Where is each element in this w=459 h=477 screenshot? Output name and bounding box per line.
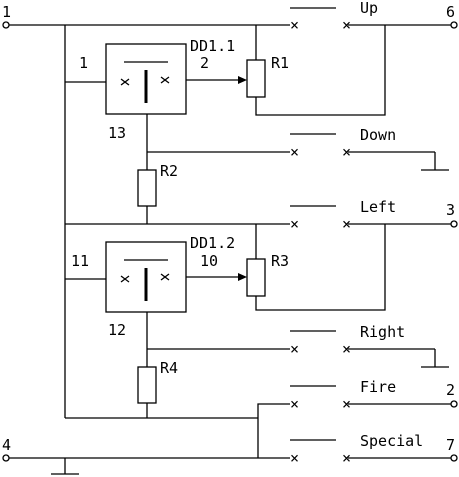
svg-text:×: ×: [290, 16, 299, 34]
switch-down: × × Down: [290, 126, 396, 161]
terminal-2-pin: [450, 400, 458, 408]
resistor-r3-label: R3: [271, 252, 289, 270]
chip-dd1-1: DD1.1 1 2 13: [79, 37, 235, 142]
resistors: R1 R2 R3 R4: [137, 54, 289, 404]
switch-left-label: Left: [360, 198, 396, 216]
chip-dd1-2: DD1.2 11 10 12: [71, 234, 235, 339]
switch-fire-label: Fire: [360, 378, 396, 396]
resistor-r1: [246, 59, 266, 98]
terminal-4-pin: [2, 454, 10, 462]
chip-dd1-2-name: DD1.2: [190, 234, 235, 252]
terminal-7-label: 7: [446, 436, 455, 454]
terminal-6-label: 6: [446, 3, 455, 21]
switch-fire: × × Fire: [290, 378, 396, 413]
svg-text:×: ×: [290, 143, 299, 161]
switch-left: × × Left: [290, 198, 396, 233]
switches: × × Up × × Down × × Left × × Right × × F…: [290, 0, 423, 467]
switch-special-label: Special: [360, 432, 423, 450]
svg-text:×: ×: [342, 449, 351, 467]
terminal-3-pin: [450, 220, 458, 228]
svg-text:×: ×: [342, 143, 351, 161]
chip-dd1-2-pin-bottom: 12: [108, 321, 126, 339]
resistor-r4-label: R4: [160, 359, 178, 377]
terminal-4-label: 4: [2, 436, 11, 454]
terminal-6-pin: [450, 21, 458, 29]
svg-text:×: ×: [342, 340, 351, 358]
terminals: 1 6 3 2 4 7: [2, 3, 458, 462]
resistor-r1-label: R1: [271, 54, 289, 72]
svg-text:×: ×: [342, 215, 351, 233]
chip-dd1-1-pin-in: 1: [79, 54, 88, 72]
terminal-2-label: 2: [446, 381, 455, 399]
ground-symbols: [51, 169, 449, 475]
switch-up: × × Up: [290, 0, 378, 34]
switch-right-label: Right: [360, 323, 405, 341]
switch-up-label: Up: [360, 0, 378, 17]
svg-text:×: ×: [290, 395, 299, 413]
chip-dd1-1-pin-bottom: 13: [108, 124, 126, 142]
terminal-3-label: 3: [446, 201, 455, 219]
svg-text:×: ×: [290, 340, 299, 358]
chip-dd1-2-pin-in: 11: [71, 252, 89, 270]
resistor-r4: [137, 366, 157, 404]
svg-text:×: ×: [342, 16, 351, 34]
resistor-r2-label: R2: [160, 162, 178, 180]
switch-down-label: Down: [360, 126, 396, 144]
chip-dd1-2-pin-out: 10: [200, 252, 218, 270]
chip-dd1-1-name: DD1.1: [190, 37, 235, 55]
terminal-7-pin: [450, 454, 458, 462]
wires: [8, 24, 452, 474]
svg-text:×: ×: [290, 449, 299, 467]
terminal-1-label: 1: [2, 3, 11, 21]
chip-dd1-1-pin-out: 2: [200, 54, 209, 72]
svg-text:×: ×: [342, 395, 351, 413]
terminal-1-pin: [2, 21, 10, 29]
switch-right: × × Right: [290, 323, 405, 358]
resistor-r3: [246, 258, 266, 297]
resistor-r2: [137, 169, 157, 207]
switch-special: × × Special: [290, 432, 423, 467]
svg-text:×: ×: [290, 215, 299, 233]
